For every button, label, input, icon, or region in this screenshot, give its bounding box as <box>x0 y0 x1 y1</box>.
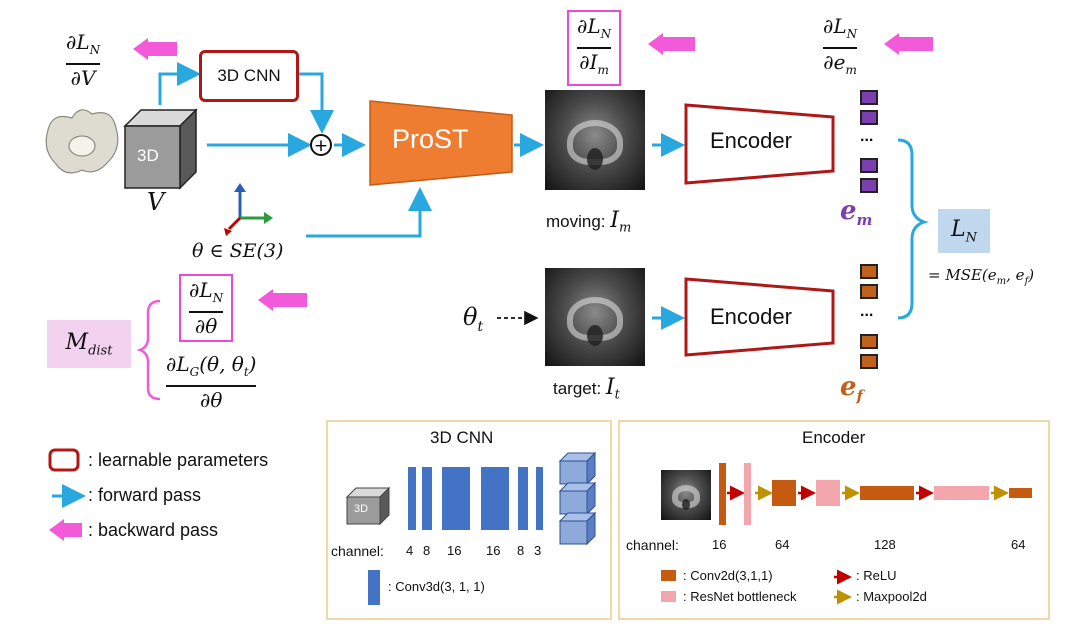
enc-resnet-128 <box>934 486 989 500</box>
enc-legend-resnet-swatch <box>661 591 676 602</box>
enc-resnet-16 <box>744 463 751 525</box>
encoder-channel-value: 64 <box>775 537 790 552</box>
encoder-channel-value: 64 <box>1011 537 1026 552</box>
loss-box: LN <box>938 209 990 253</box>
cnn-channel-value: 8 <box>517 543 525 558</box>
em-cell <box>860 178 878 193</box>
cnn-layer-16b <box>481 467 509 530</box>
ef-label: ef <box>840 372 863 406</box>
legend-backward-label: : backward pass <box>88 520 219 540</box>
grad-dL-dIm: ∂LN ∂Im <box>567 10 622 86</box>
legend-learnable-label: : learnable parameters <box>88 450 269 470</box>
cnn-panel-cube-label: 3D <box>354 503 369 515</box>
target-xray-image <box>545 268 645 366</box>
prost-block <box>369 100 513 186</box>
ef-cell <box>860 354 878 369</box>
encoder-top <box>684 103 835 185</box>
cnn-panel-output-cubes <box>558 451 597 546</box>
legend-learnable-swatch <box>48 448 80 472</box>
enc-legend-conv-swatch <box>661 570 676 581</box>
grad-dL-dV: ∂LN ∂V <box>66 30 101 90</box>
enc-conv-64b <box>1009 488 1032 498</box>
moving-label: moving: Im <box>546 208 632 236</box>
em-cell <box>860 158 878 173</box>
encoder-panel-input-image <box>661 470 711 520</box>
mdist-label: Mdist <box>65 329 113 359</box>
prost-label: ProST <box>392 124 469 154</box>
cnn-layer-16a <box>442 467 470 530</box>
volume-cube-label: 3D <box>137 146 159 165</box>
enc-conv-64 <box>772 480 796 506</box>
pelvis-model <box>45 109 119 174</box>
cnn-panel-cube <box>345 486 391 526</box>
enc-legend-maxpool-label: : Maxpool2d <box>856 589 927 604</box>
mdist-box: Mdist <box>47 320 131 368</box>
encoder-bottom-label: Encoder <box>710 304 792 329</box>
loss-label: LN <box>951 216 977 246</box>
encoder-detail-panel <box>618 420 1050 620</box>
theta-t-label: θt <box>463 303 484 335</box>
encoder-channel-value: 128 <box>874 537 896 552</box>
em-cell <box>860 90 878 105</box>
cnn-channel-value: 16 <box>447 543 462 558</box>
legend-forward-label: : forward pass <box>88 485 202 505</box>
enc-legend-relu-label: : ReLU <box>856 568 897 583</box>
forward-arrows <box>158 62 685 330</box>
enc-legend-resnet-label: : ResNet bottleneck <box>683 589 797 604</box>
cnn-channel-value: 3 <box>534 543 542 558</box>
cnn-channel-label: channel: <box>331 543 384 559</box>
enc-resnet-64 <box>816 480 840 506</box>
cnn-panel-title: 3D CNN <box>430 428 494 447</box>
cnn-layer-8 <box>422 467 432 530</box>
encoder-panel-arrows <box>727 485 1009 605</box>
cnn-layer-8b <box>518 467 528 530</box>
enc-conv-16 <box>719 463 726 525</box>
cnn-layer-4 <box>408 467 416 530</box>
encoder-bottom <box>684 277 835 357</box>
volume-cube <box>123 108 198 190</box>
target-label: target: It <box>553 375 620 403</box>
grad-dL-dtheta: ∂LN ∂θ <box>179 274 234 342</box>
em-cell <box>860 110 878 125</box>
cnn-legend-label: : Conv3d(3, 1, 1) <box>388 579 485 594</box>
cnn-channel-value: 4 <box>406 543 414 558</box>
cnn-layer-3 <box>536 467 543 530</box>
cnn-legend-swatch <box>368 570 380 605</box>
volume-var: V <box>147 188 165 216</box>
legend-backward-swatch <box>49 519 82 541</box>
enc-legend-conv-label: : Conv2d(3,1,1) <box>683 568 773 583</box>
cnn-channel-value: 16 <box>486 543 501 558</box>
axes-icon <box>224 183 273 236</box>
encoder-channel-label: channel: <box>626 537 679 553</box>
embedding-brace <box>897 138 929 320</box>
ef-dots: ... <box>860 303 874 320</box>
pose-label: θ ∈ SE(3) <box>192 240 284 262</box>
mse-formula: = MSE(em, ef) <box>928 266 1035 287</box>
ef-cell <box>860 334 878 349</box>
cnn-channel-value: 8 <box>423 543 431 558</box>
backward-arrows <box>133 33 933 311</box>
cnn-detail-panel <box>326 420 612 620</box>
cnn-label: 3D CNN <box>217 66 281 85</box>
grad-dLG-dtheta: ∂LG(θ, θt) ∂θ <box>166 352 257 412</box>
encoder-panel-title: Encoder <box>802 428 866 447</box>
ef-cell <box>860 264 878 279</box>
cnn-box: 3D CNN <box>199 50 299 102</box>
encoder-channel-value: 16 <box>712 537 727 552</box>
mdist-brace <box>136 299 161 401</box>
sum-plus: + <box>314 136 328 156</box>
ef-cell <box>860 284 878 299</box>
em-dots: ... <box>860 128 874 145</box>
sum-node <box>310 134 332 156</box>
moving-drr-image <box>545 90 645 190</box>
encoder-top-label: Encoder <box>710 128 792 153</box>
em-label: em <box>840 196 873 230</box>
enc-conv-128 <box>860 486 914 500</box>
grad-dL-dem: ∂LN ∂em <box>823 14 858 77</box>
